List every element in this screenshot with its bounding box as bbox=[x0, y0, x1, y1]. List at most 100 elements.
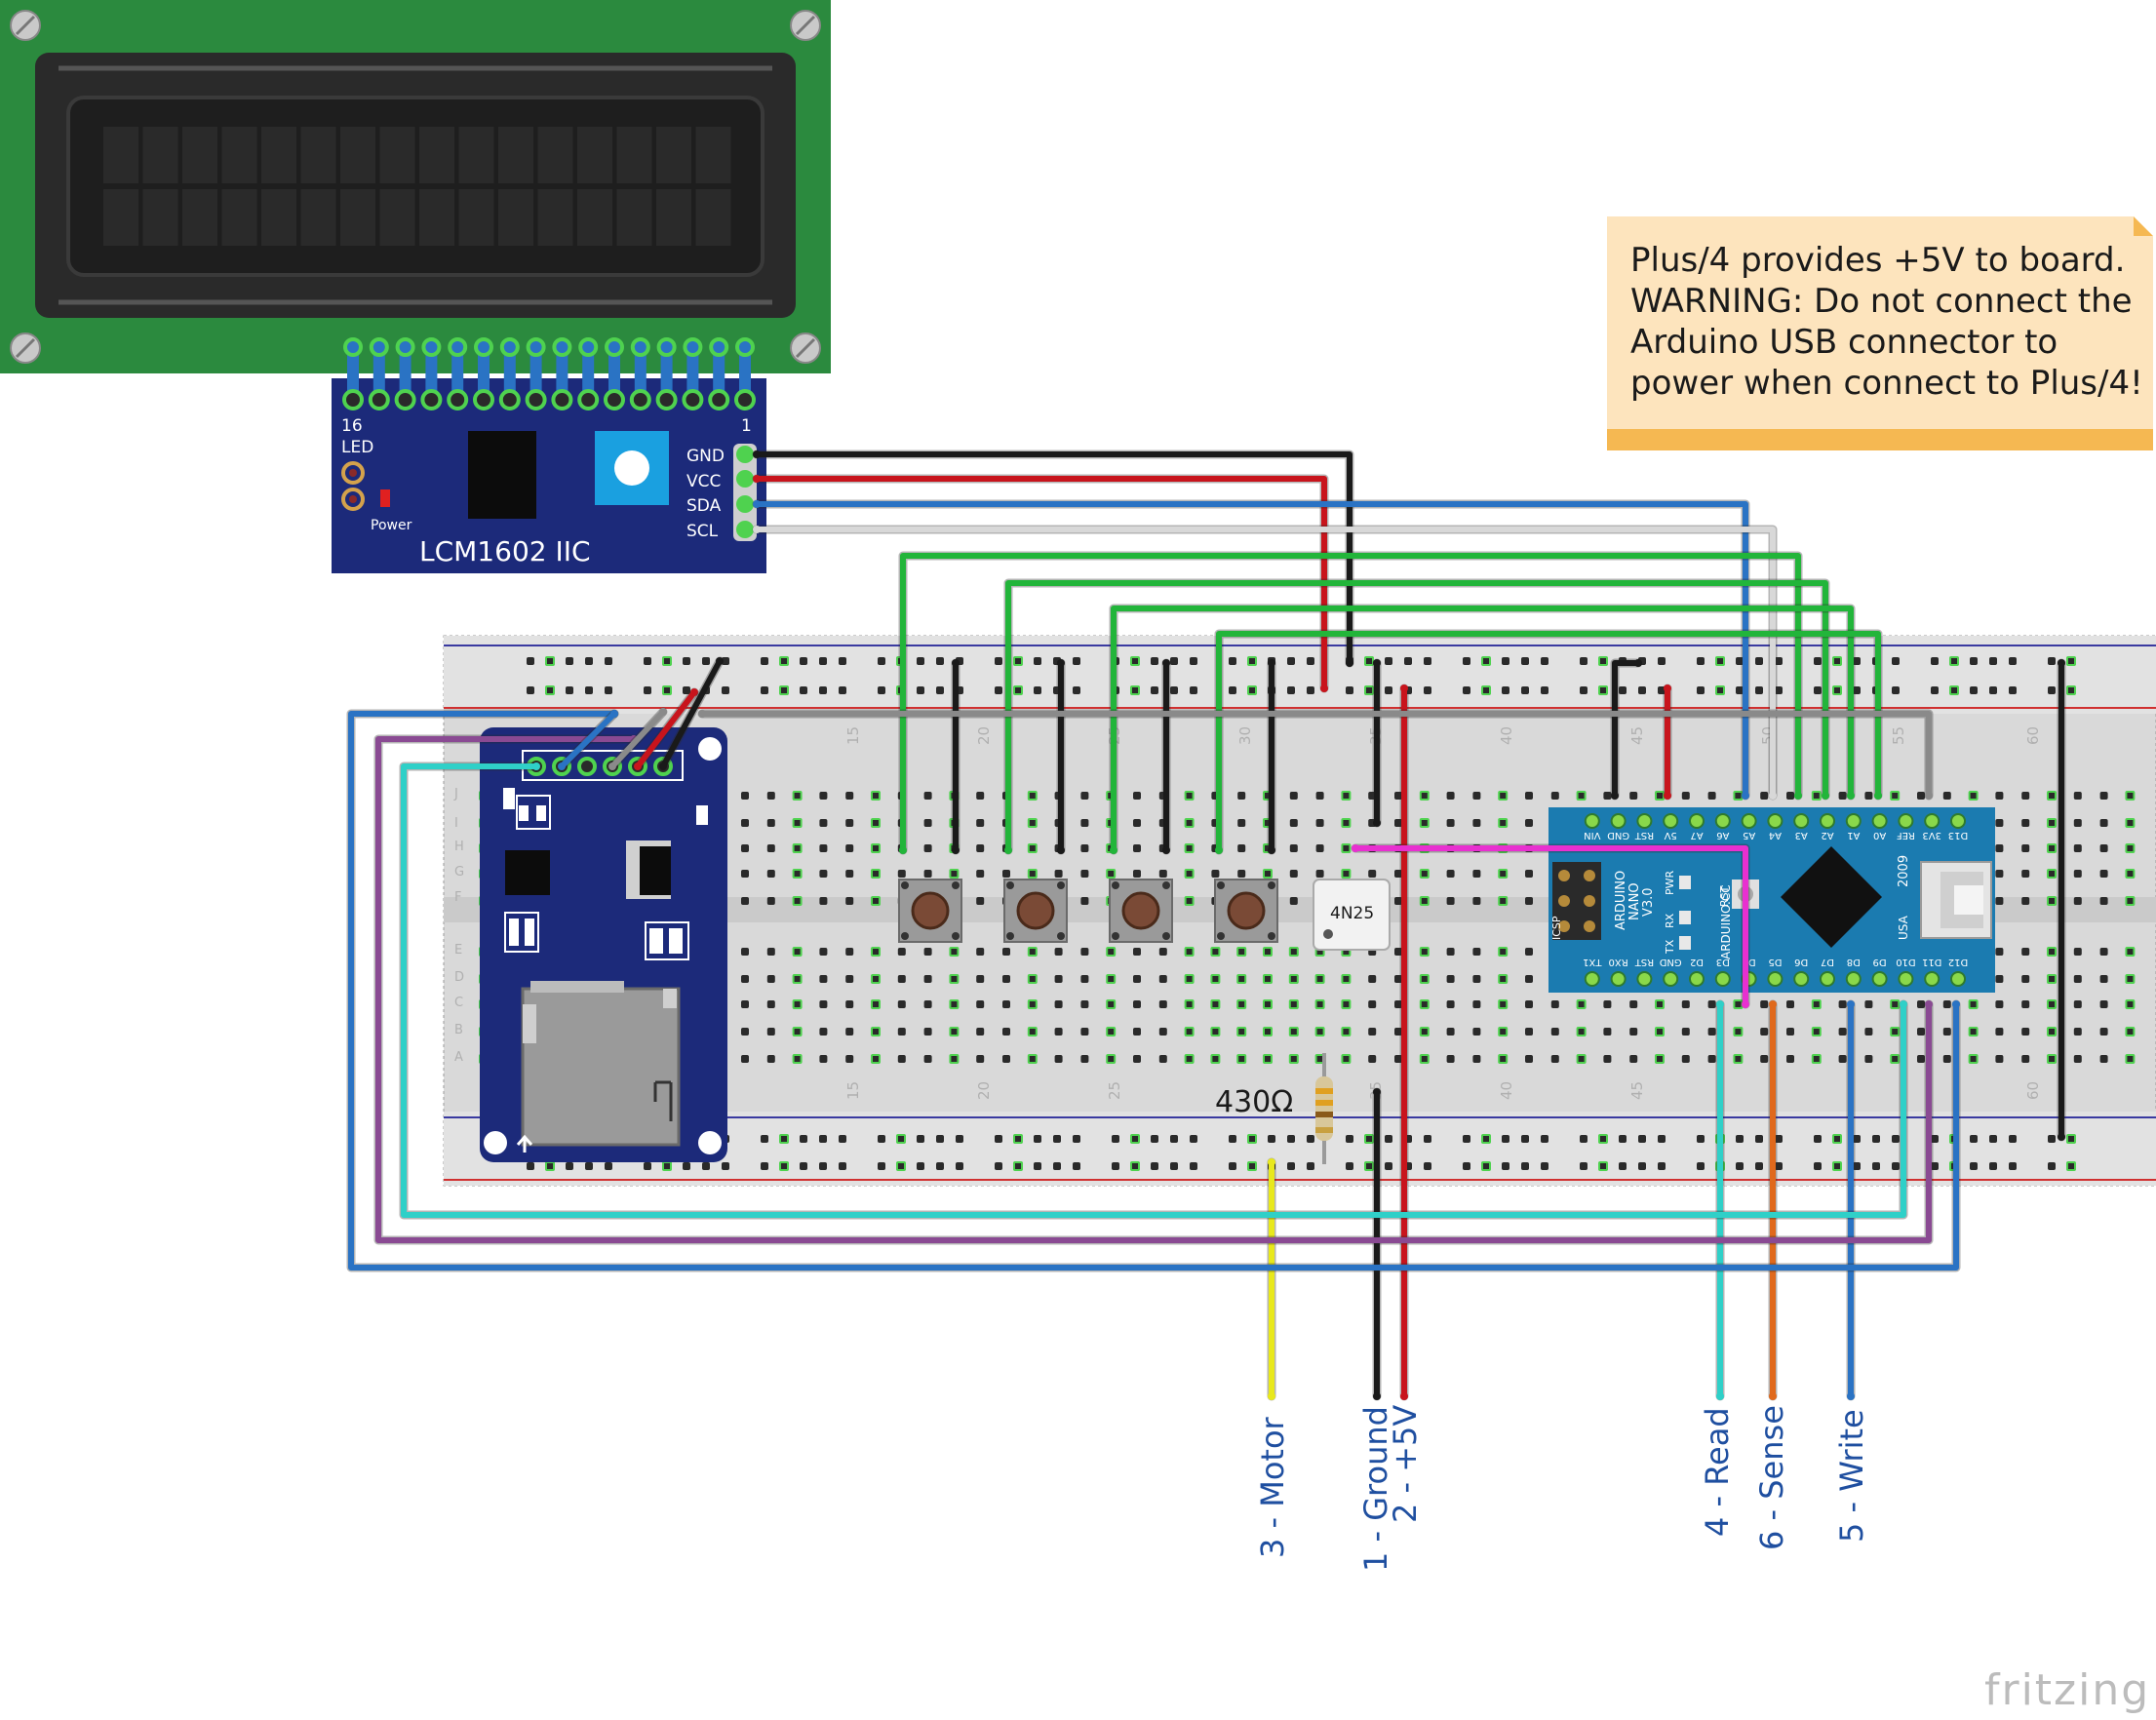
breadboard-hole bbox=[976, 1028, 985, 1036]
breadboard-hole bbox=[1054, 1028, 1063, 1036]
breadboard-hole bbox=[1419, 974, 1430, 984]
rail-hole bbox=[1892, 1162, 1900, 1170]
breadboard-hole bbox=[1917, 1055, 1925, 1063]
lcd-character-cell bbox=[340, 189, 375, 246]
breadboard-hole bbox=[792, 999, 803, 1009]
breadboard-hole bbox=[1603, 1055, 1612, 1063]
breadboard-hole bbox=[2047, 791, 2057, 801]
nano-bottom-pin bbox=[1767, 971, 1784, 987]
resistor-label: 430Ω bbox=[1215, 1085, 1293, 1119]
rail-hole bbox=[683, 1162, 690, 1170]
mini-usb-port[interactable] bbox=[1920, 861, 1992, 939]
breadboard-hole bbox=[1237, 870, 1246, 878]
breadboard-hole bbox=[1498, 1054, 1509, 1064]
rail-hole bbox=[779, 685, 789, 695]
rail-hole bbox=[585, 657, 593, 665]
breadboard-hole bbox=[1133, 1055, 1141, 1063]
breadboard-hole bbox=[1838, 792, 1847, 800]
sd-card-slot[interactable] bbox=[521, 981, 681, 1147]
rail-hole bbox=[1307, 686, 1314, 694]
rail-hole bbox=[1151, 1162, 1158, 1170]
rail-hole bbox=[2009, 1135, 2017, 1143]
breadboard-hole bbox=[845, 1028, 854, 1036]
rail-hole bbox=[1697, 686, 1705, 694]
push-button[interactable] bbox=[1003, 879, 1068, 943]
breadboard-hole bbox=[2125, 1027, 2136, 1036]
row-letter-j: J bbox=[453, 787, 458, 801]
pin-gnd-label: GND bbox=[686, 447, 725, 466]
breadboard-hole bbox=[1760, 1000, 1769, 1008]
label-ground: 1 - Ground bbox=[1357, 1406, 1394, 1572]
rail-hole bbox=[1502, 657, 1509, 665]
breadboard-hole bbox=[1681, 1028, 1690, 1036]
breadboard-hole bbox=[1550, 792, 1559, 800]
breadboard-hole bbox=[1629, 1055, 1638, 1063]
breadboard-hole bbox=[741, 792, 749, 800]
push-button[interactable] bbox=[898, 879, 962, 943]
breadboard-hole bbox=[741, 948, 749, 956]
breadboard-hole bbox=[2099, 844, 2108, 852]
rail-hole bbox=[1463, 1135, 1470, 1143]
breadboard-hole bbox=[897, 975, 906, 983]
rail-hole bbox=[896, 1134, 906, 1144]
ic-chip bbox=[468, 431, 536, 519]
breadboard-hole bbox=[1341, 999, 1352, 1009]
breadboard-hole bbox=[1341, 869, 1352, 879]
lcd-character-cell bbox=[182, 189, 217, 246]
breadboard-hole bbox=[1419, 947, 1430, 957]
breadboard-hole bbox=[1184, 869, 1195, 879]
breadboard-hole bbox=[1133, 844, 1141, 852]
rail-hole bbox=[1287, 686, 1295, 694]
breadboard-hole bbox=[741, 975, 749, 983]
breadboard-hole bbox=[1341, 974, 1352, 984]
lcd-character-cell bbox=[103, 189, 138, 246]
breadboard-hole bbox=[1681, 1055, 1690, 1063]
breadboard-hole bbox=[1525, 1000, 1533, 1008]
rail-hole bbox=[585, 1162, 593, 1170]
note-line-3: Arduino USB connector to bbox=[1630, 323, 2058, 362]
nano-bottom-pin bbox=[1636, 971, 1653, 987]
fritzing-logo: fritzing bbox=[1984, 1665, 2151, 1715]
breadboard-hole bbox=[2099, 1055, 2108, 1063]
push-button[interactable] bbox=[1109, 879, 1173, 943]
lcd-character-cell bbox=[142, 189, 178, 246]
breadboard-hole bbox=[1446, 975, 1455, 983]
breadboard-hole bbox=[1995, 792, 2004, 800]
lcd-character-cell bbox=[379, 189, 415, 246]
push-button[interactable] bbox=[1214, 879, 1278, 943]
led-rst-label: RST bbox=[1718, 885, 1731, 907]
lcd-character-cell bbox=[616, 189, 652, 246]
col-25-bottom: 25 bbox=[1106, 1081, 1123, 1100]
col-40-bottom: 40 bbox=[1498, 1081, 1515, 1100]
breadboard-hole bbox=[2125, 818, 2136, 828]
breadboard-hole bbox=[1942, 1000, 1951, 1008]
note-line-2: WARNING: Do not connect the bbox=[1630, 282, 2133, 321]
nano-top-pin bbox=[1689, 813, 1705, 829]
nano-top-pin bbox=[1636, 813, 1653, 829]
breadboard-hole bbox=[1288, 1054, 1299, 1064]
wire-sd-gnd bbox=[660, 658, 723, 769]
rail-hole bbox=[1034, 1162, 1041, 1170]
rail-hole bbox=[1755, 1135, 1763, 1143]
breadboard-hole bbox=[1786, 1028, 1794, 1036]
breadboard-hole bbox=[897, 870, 906, 878]
breadboard-hole bbox=[1681, 1000, 1690, 1008]
breadboard-hole bbox=[2047, 974, 2057, 984]
led-rx bbox=[1679, 911, 1691, 924]
nano-bottom-pin bbox=[1584, 971, 1600, 987]
breadboard-hole bbox=[1786, 1000, 1794, 1008]
nano-model-line3: V3.0 bbox=[1641, 887, 1656, 917]
wire-button1 bbox=[900, 553, 1801, 853]
breadboard-hole bbox=[2125, 896, 2136, 906]
rail-hole bbox=[1481, 685, 1491, 695]
rail-hole bbox=[1598, 685, 1608, 695]
nano-bottom-pin bbox=[1820, 971, 1835, 987]
nano-site: ARDUINO.CC bbox=[1719, 884, 1733, 959]
breadboard-hole bbox=[1707, 1028, 1716, 1036]
breadboard-hole bbox=[1315, 870, 1324, 878]
push-buttons bbox=[898, 879, 1278, 943]
rail-hole bbox=[1697, 657, 1705, 665]
breadboard-hole bbox=[1027, 791, 1038, 801]
breadboard-hole bbox=[792, 791, 803, 801]
rail-hole bbox=[1989, 657, 1997, 665]
